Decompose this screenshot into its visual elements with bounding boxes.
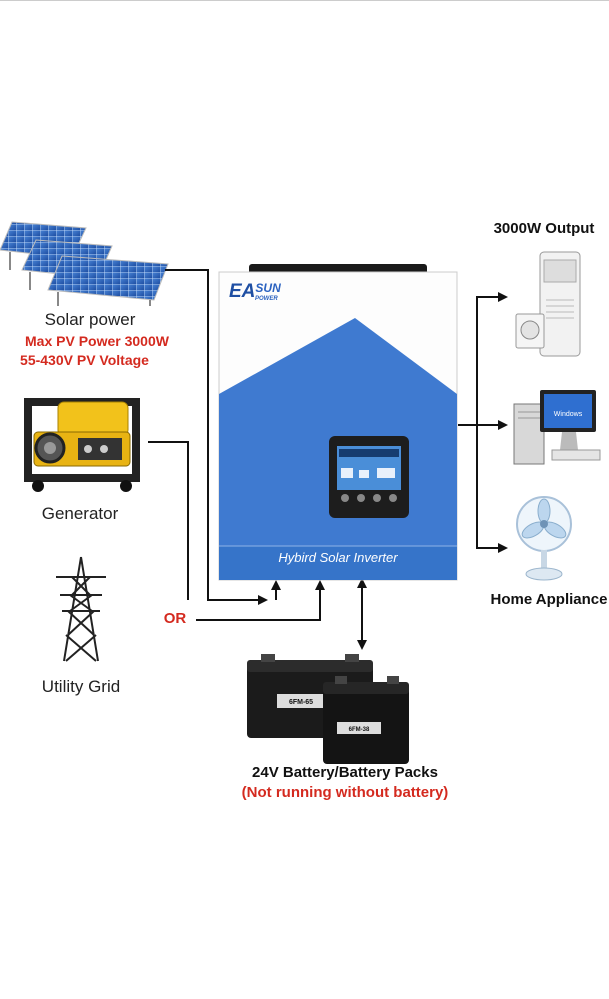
solar-power-spec: Max PV Power 3000W	[25, 333, 169, 349]
brand-power: POWER	[255, 296, 278, 302]
generator-label: Generator	[41, 504, 119, 523]
brand-ea: EA	[229, 281, 256, 302]
battery-label: 24V Battery/Battery Packs	[252, 764, 438, 781]
hybrid-inverter	[218, 264, 458, 581]
top-border	[0, 0, 609, 1]
generator-icon	[24, 398, 140, 492]
utility-pole-icon	[56, 556, 106, 662]
desktop-computer-icon: Windows	[513, 390, 601, 465]
air-conditioner-icon	[515, 251, 581, 357]
inverter-brand-logo: EASUN POWER	[229, 281, 281, 302]
utility-grid-label: Utility Grid	[41, 677, 121, 696]
electric-fan-icon	[516, 496, 572, 581]
solar-label: Solar power	[44, 310, 136, 329]
battery-note: (Not running without battery)	[241, 784, 449, 801]
home-appliance-label: Home Appliance	[490, 591, 608, 608]
solar-panel-icon	[0, 221, 169, 306]
battery-small-model: 6FM-38	[349, 727, 370, 733]
or-label: OR	[163, 610, 187, 627]
battery-large-model: 6FM-65	[289, 699, 313, 706]
solar-voltage-spec: 55-430V PV Voltage	[20, 352, 149, 368]
monitor-screen-text: Windows	[554, 411, 583, 418]
brand-sun: SUN	[255, 281, 281, 295]
inverter-product-name: Hybird Solar Inverter	[278, 550, 398, 565]
output-title: 3000W Output	[493, 220, 595, 237]
battery-pack-icon: 6FM-65 6FM-38	[247, 654, 409, 764]
